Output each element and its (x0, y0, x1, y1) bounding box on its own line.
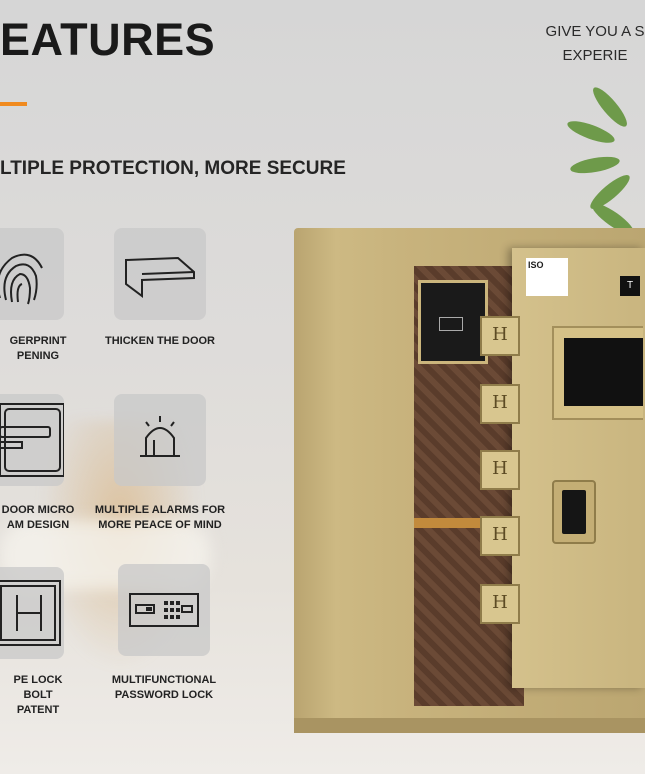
door-thickness-tile (114, 228, 206, 320)
keypad-panel (552, 326, 643, 420)
lock-bolt-icon (0, 580, 61, 646)
safe-handle (552, 480, 596, 544)
door-seam-tile (0, 394, 65, 486)
page-title: EATURES (0, 14, 216, 65)
lock-bolt-tile (0, 567, 64, 659)
lock-bolt: H (480, 584, 520, 624)
safe-product-image: ISO T H H H H H (294, 228, 645, 733)
password-lock-tile (118, 564, 210, 656)
inner-lockbox (418, 280, 488, 364)
fingerprint-tile (0, 228, 64, 320)
combination-dial-icon (439, 317, 463, 331)
lock-bolt: H (480, 516, 520, 556)
alarm-icon (140, 416, 180, 457)
keypad-screen (564, 338, 643, 406)
password-lock-icon (129, 593, 199, 627)
safe-base (294, 718, 645, 733)
brand-logo: T (620, 276, 640, 296)
door-seam-icon (0, 403, 65, 477)
alarm-tile (114, 394, 206, 486)
safe-shelf (414, 518, 524, 528)
safe-door: ISO T (512, 248, 645, 688)
door-thickness-icon (125, 256, 195, 298)
fingerprint-icon (0, 253, 43, 305)
feature-label: THICKEN THE DOOR (105, 335, 215, 347)
tagline-line1: GIVE YOU A S (545, 23, 645, 40)
lock-bolt: H (480, 450, 520, 490)
tagline: GIVE YOU A S EXPERIE (545, 20, 645, 68)
iso-badge: ISO (526, 258, 568, 296)
lock-bolt: H (480, 316, 520, 356)
lock-bolt: H (480, 384, 520, 424)
subtitle: LTIPLE PROTECTION, MORE SECURE (0, 158, 346, 179)
tagline-line2: EXPERIE (562, 47, 628, 64)
accent-bar (0, 102, 27, 106)
